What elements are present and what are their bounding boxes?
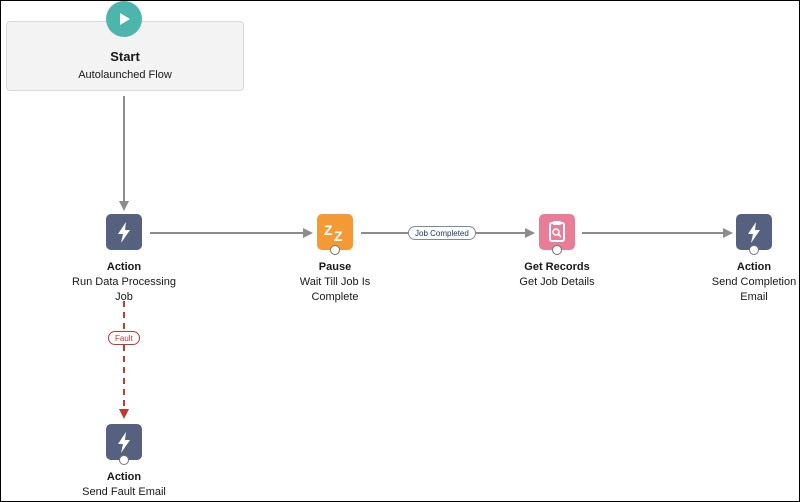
node-label-send-completion-email: Action Send Completion Email: [704, 260, 799, 305]
node-type: Action: [106, 471, 142, 483]
node-type: Action: [736, 261, 772, 273]
node-name: Wait Till Job Is Complete: [299, 276, 371, 303]
lightning-bolt-icon: [748, 222, 760, 243]
start-subtitle: Autolaunched Flow: [78, 69, 172, 81]
node-type: Action: [106, 261, 142, 273]
action-node-run-data-processing-job[interactable]: [106, 214, 142, 250]
zz-sleep-icon: Z Z: [324, 222, 343, 244]
node-label-run-data-processing-job: Action Run Data Processing Job: [64, 260, 184, 305]
node-label-wait-till-job-is-complete: Pause Wait Till Job Is Complete: [283, 260, 387, 305]
connector-label-fault[interactable]: Fault: [108, 331, 140, 345]
node-name: Send Fault Email: [82, 486, 166, 498]
action-node-send-fault-email[interactable]: [106, 424, 142, 460]
node-label-send-fault-email: Action Send Fault Email: [64, 470, 184, 500]
node-type: Pause: [318, 261, 352, 273]
svg-text:Z: Z: [334, 228, 343, 244]
pause-node-wait-till-job-is-complete[interactable]: Z Z: [317, 214, 353, 250]
start-title: Start: [110, 49, 140, 64]
record-lookup-icon: [549, 221, 565, 242]
lightning-bolt-icon: [118, 432, 130, 453]
fault-action-connector-circle[interactable]: [119, 455, 129, 465]
node-name: Run Data Processing Job: [72, 276, 176, 303]
node-name: Get Job Details: [519, 276, 595, 288]
get-records-connector-circle[interactable]: [552, 245, 562, 255]
node-name: Send Completion Email: [711, 276, 797, 303]
pause-connector-circle[interactable]: [330, 245, 340, 255]
svg-text:Z: Z: [324, 222, 333, 238]
connector-label-job-completed[interactable]: Job Completed: [408, 226, 476, 240]
action-node-send-completion-email[interactable]: [736, 214, 772, 250]
lightning-bolt-icon: [118, 222, 130, 243]
node-label-get-job-details: Get Records Get Job Details: [507, 260, 607, 290]
action-connector-circle[interactable]: [749, 245, 759, 255]
play-icon[interactable]: [106, 1, 142, 37]
get-records-node-get-job-details[interactable]: [539, 214, 575, 250]
node-type: Get Records: [524, 261, 590, 273]
